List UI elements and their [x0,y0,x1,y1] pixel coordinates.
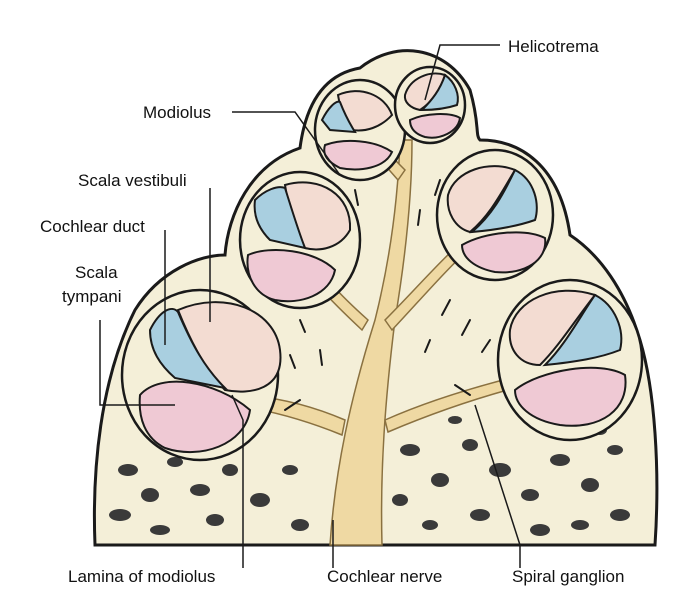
cochlear-duct-apical-right [419,73,459,112]
turn-basal-right [496,278,644,442]
label-spiral-ganglion: Spiral ganglion [512,567,624,586]
scala-tympani-basal-right [513,366,627,427]
label-scala-tympani-1: Scala [75,263,118,282]
lamina-leader [231,394,244,568]
scala-tympani-middle-right [460,231,547,274]
cochlear-duct-basal-left [148,308,229,390]
label-helicotrema: Helicotrema [508,37,599,56]
leader-lines [99,44,521,568]
scala-vestibuli-basal-right [508,289,597,367]
label-cochlear-nerve: Cochlear nerve [327,567,442,586]
scala-tympani-basal-left [138,380,252,453]
cochlear-duct-middle-left [253,186,307,250]
label-scala-tympani-2: tympani [62,287,122,306]
helicotrema-leader [424,44,500,101]
modiolus-leader [232,111,341,176]
label-cochlear-duct: Cochlear duct [40,217,145,236]
scala-tympani-leader [99,320,175,406]
cochlear-duct-basal-right [542,293,623,367]
cochlear-duct-middle-right [468,168,538,234]
label-modiolus: Modiolus [143,103,211,122]
label-scala-vestibuli: Scala vestibuli [78,171,187,190]
spiral-ganglion-leader [474,404,521,568]
label-lamina-of-modiolus: Lamina of modiolus [68,567,215,586]
scala-tympani-apical-right [408,113,462,139]
turn-basal-left [120,288,282,462]
scala-vestibuli-middle-right [446,165,517,234]
turn-apical [313,65,467,182]
scala-tympani-middle-left [246,249,337,303]
turn-middle-right [435,148,555,282]
cochlear-duct-apical-left [320,100,357,134]
spongy-bone [109,416,630,536]
turn-middle-left [238,170,362,310]
